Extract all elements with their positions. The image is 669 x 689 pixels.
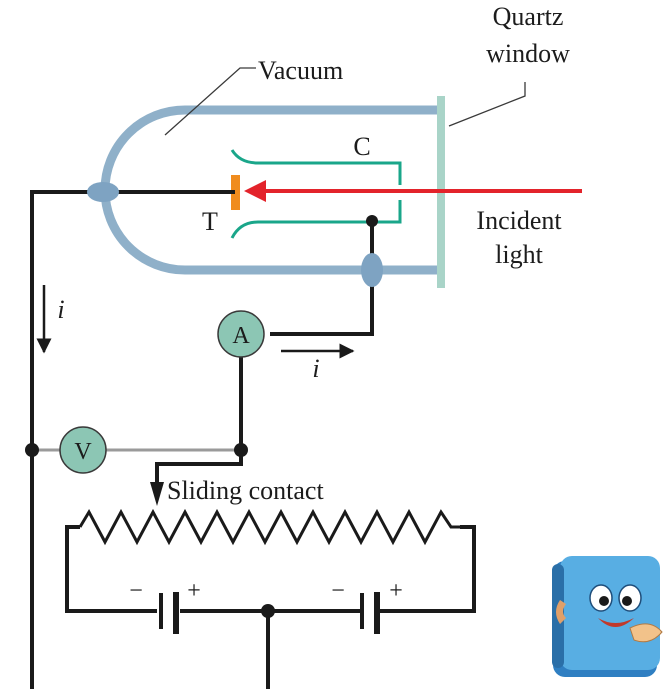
- junction-dot: [234, 443, 248, 457]
- target-label: T: [202, 207, 218, 236]
- voltmeter: [59, 426, 107, 474]
- tube-seal-left: [87, 182, 119, 202]
- sliding-contact-arrowhead: [150, 482, 164, 506]
- collector-plate: [230, 149, 402, 185]
- tube-seal-bottom: [361, 253, 383, 287]
- current-label-left: i: [57, 295, 64, 324]
- collector-label: C: [353, 132, 370, 161]
- incident-light-label-line1: Incident: [476, 206, 562, 235]
- battery1-minus-label: −: [129, 578, 143, 604]
- battery2-minus-label: −: [331, 578, 345, 604]
- junction-dot: [25, 443, 39, 457]
- quartz-leader-line: [448, 82, 526, 127]
- battery1-plus-label: +: [187, 578, 201, 604]
- ammeter-label: A: [232, 323, 250, 349]
- quartz-label-line1: Quartz: [493, 2, 564, 31]
- junction-dot: [366, 215, 378, 227]
- resistor-zigzag: [78, 508, 460, 546]
- collector-plate-lower: [230, 200, 402, 239]
- junction-dot: [261, 604, 275, 618]
- light-arrowhead: [244, 180, 266, 202]
- voltmeter-label: V: [74, 439, 92, 465]
- ammeter: [217, 310, 265, 358]
- book-mascot-icon: [552, 556, 663, 677]
- battery2-plus-label: +: [389, 578, 403, 604]
- incident-light-label-line2: light: [495, 240, 543, 269]
- vacuum-leader-line: [164, 67, 256, 136]
- target-plate: [231, 175, 240, 210]
- quartz-label-line2: window: [486, 39, 570, 68]
- vacuum-label: Vacuum: [258, 56, 343, 85]
- sliding-contact-label: Sliding contact: [167, 476, 324, 505]
- current-label-right: i: [312, 354, 319, 383]
